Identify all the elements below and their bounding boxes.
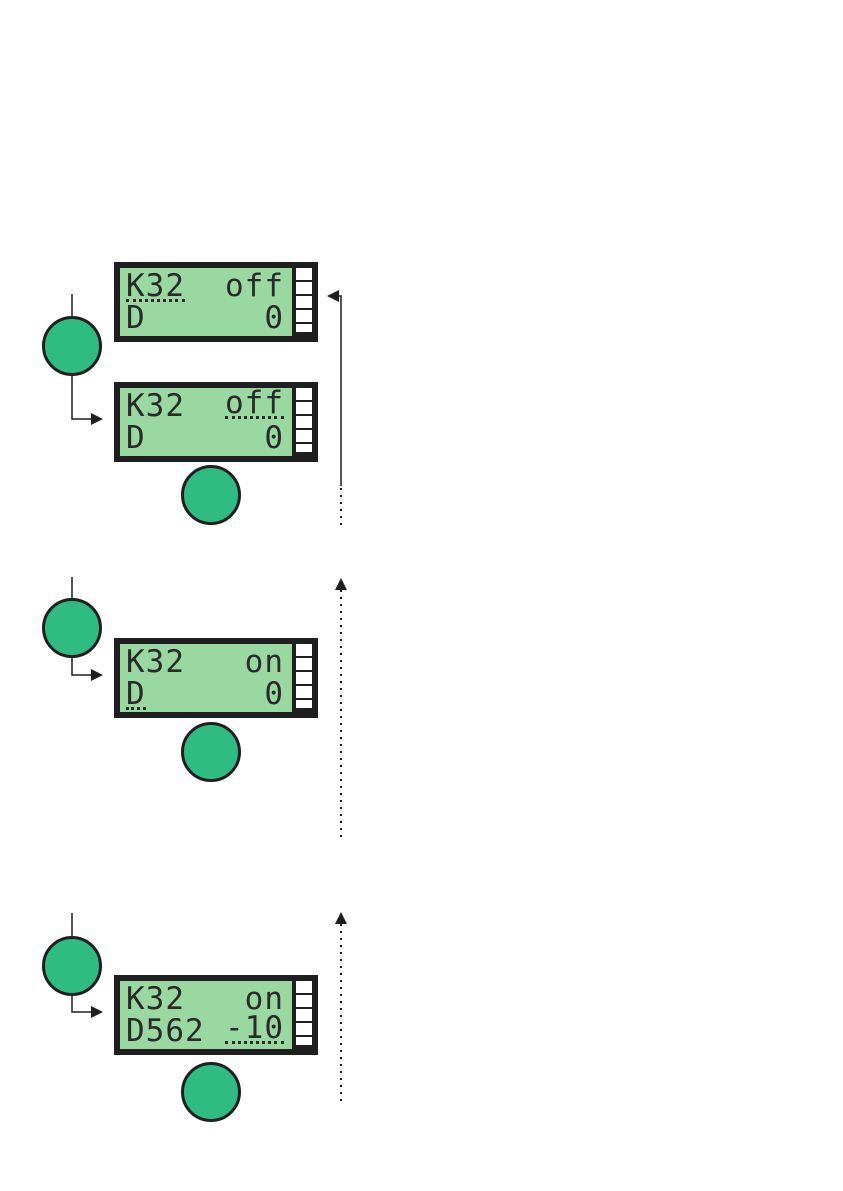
row2-left: D562 (126, 1015, 205, 1047)
lcd-key (296, 416, 312, 428)
row2-left: D (126, 681, 146, 710)
key-strip (296, 268, 312, 336)
key-strip (296, 644, 312, 712)
row1-left: K32 (126, 646, 185, 678)
knob-turn-1 (42, 316, 102, 376)
lcd-key (296, 1037, 312, 1045)
lcd-display-1: K32 off D 0 (114, 262, 318, 342)
lcd-display-2: K32 off D 0 (114, 382, 318, 462)
row1-right: off (225, 270, 284, 302)
lcd-key (296, 700, 312, 708)
lcd-key (296, 1023, 312, 1035)
lcd-key (296, 310, 312, 322)
lcd-key (296, 430, 312, 442)
row1-left: K32 (126, 983, 185, 1015)
lcd-key (296, 1009, 312, 1021)
arrowhead-up-3 (335, 912, 347, 924)
row2-right: 0 (264, 678, 284, 710)
arrowhead-up-2 (335, 578, 347, 590)
lcd-key (296, 644, 312, 656)
knob-turn-3 (42, 936, 102, 996)
lcd-key (296, 282, 312, 294)
lcd-key (296, 402, 312, 414)
row1-right: on (245, 646, 284, 678)
lcd-key (296, 686, 312, 698)
lcd-display-3: K32 on D 0 (114, 638, 318, 718)
lcd-key (296, 672, 312, 684)
knob-press-1 (181, 465, 241, 525)
knob-turn-2 (42, 598, 102, 658)
lcd-key (296, 444, 312, 452)
key-strip (296, 388, 312, 456)
lcd-key (296, 324, 312, 332)
lcd-screen: K32 off D 0 (120, 268, 292, 336)
lcd-key (296, 296, 312, 308)
return-arrow-top (330, 296, 341, 486)
arrow-to-lcd-2 (72, 372, 100, 419)
knob-press-3 (181, 1062, 241, 1122)
row1-left: K32 (126, 390, 185, 422)
lcd-key (296, 388, 312, 400)
lcd-key (296, 995, 312, 1007)
row2-right: 0 (264, 302, 284, 334)
lcd-key (296, 268, 312, 280)
row2-left: D (126, 422, 146, 454)
row2-right: 0 (264, 422, 284, 454)
lcd-screen: K32 off D 0 (120, 388, 292, 456)
row1-right: off (225, 390, 284, 419)
lcd-key (296, 658, 312, 670)
lcd-screen: K32 on D 0 (120, 644, 292, 712)
row2-right: -10 (225, 1015, 284, 1044)
row1-left: K32 (126, 273, 185, 302)
key-strip (296, 981, 312, 1049)
lcd-key (296, 981, 312, 993)
row2-left: D (126, 302, 146, 334)
knob-press-2 (181, 722, 241, 782)
